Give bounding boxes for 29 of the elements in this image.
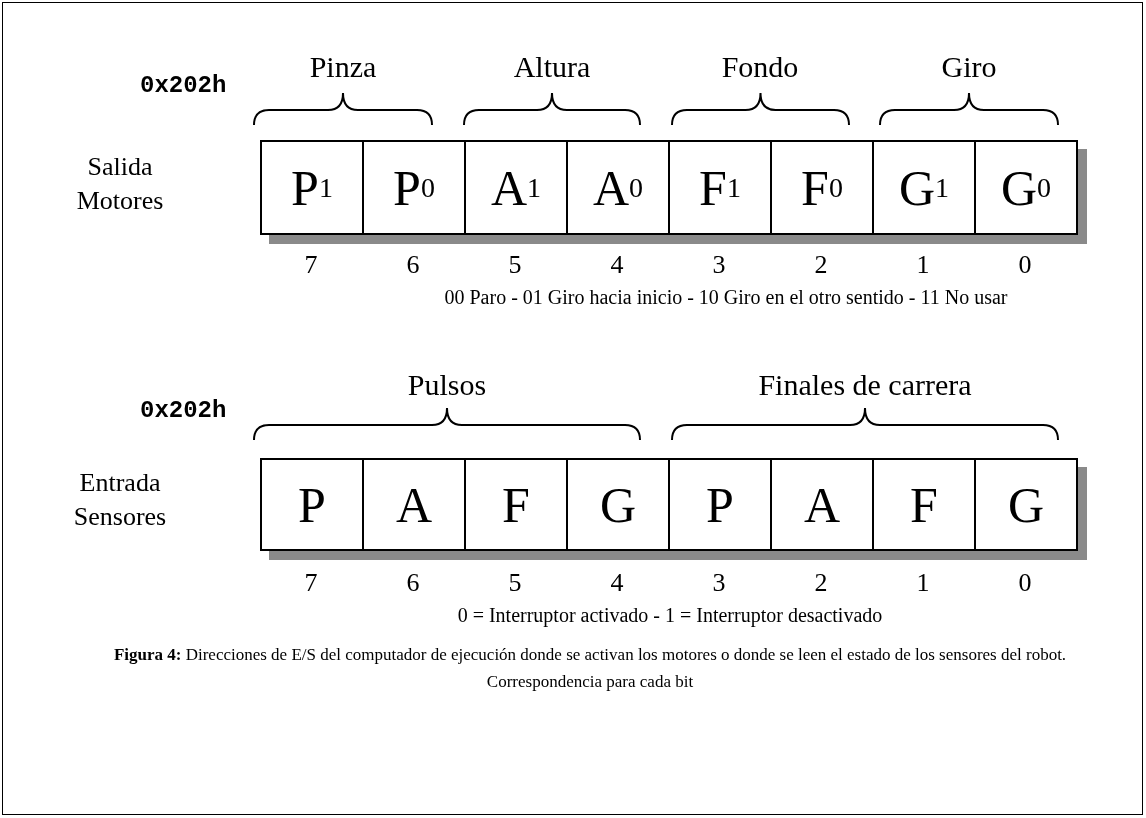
bit-number: 2 <box>813 568 829 598</box>
field-label: Altura <box>512 50 592 84</box>
field-label: Fondo <box>720 50 800 84</box>
encoding-note: 0 = Interruptor activado - 1 = Interruptor desactivado <box>456 604 884 627</box>
field-label: Giro <box>940 50 998 84</box>
field-label: Finales de carrera <box>757 368 973 402</box>
bit-number: 5 <box>507 568 523 598</box>
register-address: 0x202h <box>140 72 227 99</box>
bit-number: 0 <box>1017 250 1033 280</box>
field-label: Pinza <box>308 50 378 84</box>
register-name: Entrada Sensores <box>72 467 168 533</box>
figure-caption: Figura 4: Direcciones de E/S del computador de ejecución donde se activan los motores o donde se leen el estado de los sensores del robot. Correspondencia para cada bit <box>112 644 1068 693</box>
bit-number: 5 <box>507 250 523 280</box>
bit-number: 3 <box>711 568 727 598</box>
bit-number: 4 <box>609 250 625 280</box>
bit-number: 6 <box>405 568 421 598</box>
bit-number: 6 <box>405 250 421 280</box>
register-address: 0x202h <box>140 397 227 424</box>
register-name: Salida Motores <box>75 151 165 217</box>
bit-number: 1 <box>915 250 931 280</box>
bit-number: 3 <box>711 250 727 280</box>
encoding-note: 00 Paro - 01 Giro hacia inicio - 10 Giro en el otro sentido - 11 No usar <box>443 286 1009 309</box>
bit-number: 4 <box>609 568 625 598</box>
bit-number: 7 <box>303 568 319 598</box>
bit-number: 1 <box>915 568 931 598</box>
field-label: Pulsos <box>406 368 488 402</box>
bit-number: 7 <box>303 250 319 280</box>
bit-number: 0 <box>1017 568 1033 598</box>
bit-number: 2 <box>813 250 829 280</box>
